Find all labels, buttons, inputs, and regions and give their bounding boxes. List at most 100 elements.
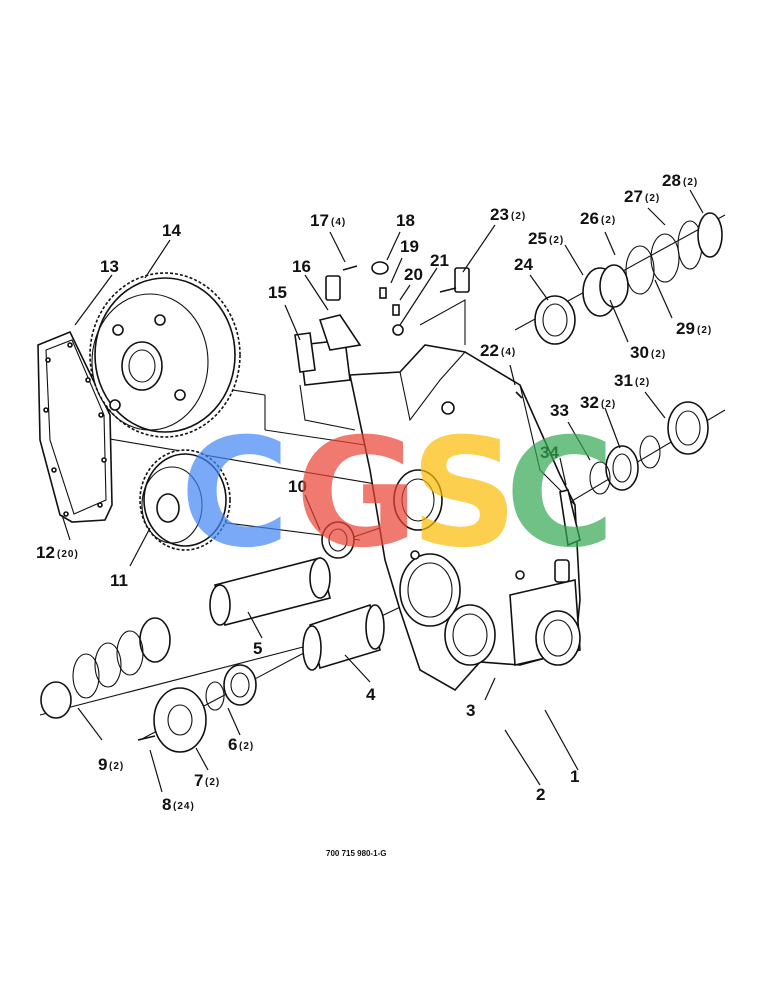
callout-quantity: (2) xyxy=(549,235,564,246)
callout-number: 27 xyxy=(624,187,643,206)
callout-number: 11 xyxy=(110,571,128,590)
callout-quantity: (2) xyxy=(635,377,650,388)
callout-quantity: (2) xyxy=(239,741,254,752)
callout-24: 24 xyxy=(514,255,533,274)
callout-number: 3 xyxy=(466,701,475,720)
small-spur-gear xyxy=(139,449,231,551)
callout-number: 20 xyxy=(404,265,423,284)
upper-bearing-stack xyxy=(534,212,723,345)
callout-21: 21 xyxy=(430,251,449,270)
callout-18: 18 xyxy=(396,211,415,230)
callout-number: 18 xyxy=(396,211,415,230)
callout-number: 23 xyxy=(490,205,509,224)
callout-2: 2 xyxy=(536,785,545,804)
callout-number: 26 xyxy=(580,209,599,228)
callout-number: 32 xyxy=(580,393,599,412)
cover-plate xyxy=(37,330,113,523)
callout-number: 30 xyxy=(630,343,649,362)
watermark-letter: S xyxy=(410,407,518,581)
callout-29: 29(2) xyxy=(676,319,712,338)
callout-quantity: (2) xyxy=(511,211,526,222)
callout-quantity: (24) xyxy=(173,801,195,812)
callout-quantity: (2) xyxy=(601,399,616,410)
callout-quantity: (20) xyxy=(57,549,79,560)
watermark-letter: G xyxy=(295,407,418,581)
callout-3: 3 xyxy=(466,701,475,720)
callout-number: 9 xyxy=(98,755,107,774)
right-bearing-stack xyxy=(559,401,709,547)
watermark-letter: C xyxy=(180,407,290,581)
callout-4: 4 xyxy=(366,685,376,704)
callout-16: 16 xyxy=(292,257,311,276)
callout-17: 17(4) xyxy=(310,211,346,230)
callout-13: 13 xyxy=(100,257,119,276)
callout-number: 25 xyxy=(528,229,547,248)
callout-28: 28(2) xyxy=(662,171,698,190)
callout-quantity: (2) xyxy=(697,325,712,336)
callout-26: 26(2) xyxy=(580,209,616,228)
callout-number: 4 xyxy=(366,685,376,704)
mounting-brackets xyxy=(294,267,470,431)
callout-number: 15 xyxy=(268,283,287,302)
callout-number: 7 xyxy=(194,771,203,790)
callout-number: 16 xyxy=(292,257,311,276)
large-spur-gear xyxy=(89,272,241,438)
callout-23: 23(2) xyxy=(490,205,526,224)
drawing-code: 700 715 980-1-G xyxy=(326,849,387,858)
callout-number: 21 xyxy=(430,251,449,270)
callout-number: 12 xyxy=(36,543,55,562)
callout-22: 22(4) xyxy=(480,341,516,360)
callout-number: 5 xyxy=(253,639,262,658)
callout-labels: 123456(2)7(2)8(24)9(2)101112(20)13141516… xyxy=(36,171,712,814)
callout-5: 5 xyxy=(253,639,262,658)
callout-15: 15 xyxy=(268,283,287,302)
callout-quantity: (2) xyxy=(645,193,660,204)
callout-number: 34 xyxy=(540,443,559,462)
callout-8: 8(24) xyxy=(162,795,195,814)
callout-quantity: (2) xyxy=(205,777,220,788)
watermark-letter: C xyxy=(505,407,615,581)
callout-quantity: (2) xyxy=(651,349,666,360)
callout-6: 6(2) xyxy=(228,735,254,754)
callout-quantity: (2) xyxy=(683,177,698,188)
callout-quantity: (2) xyxy=(601,215,616,226)
callout-number: 1 xyxy=(570,767,579,786)
callout-quantity: (4) xyxy=(501,347,516,358)
callout-number: 13 xyxy=(100,257,119,276)
callout-11: 11 xyxy=(110,571,128,590)
callout-12: 12(20) xyxy=(36,543,79,562)
callout-27: 27(2) xyxy=(624,187,660,206)
callout-number: 33 xyxy=(550,401,569,420)
callout-number: 2 xyxy=(536,785,545,804)
callout-14: 14 xyxy=(162,221,181,240)
callout-32: 32(2) xyxy=(580,393,616,412)
small-hardware xyxy=(342,261,523,399)
callout-number: 6 xyxy=(228,735,237,754)
gearbox-housing xyxy=(349,344,581,692)
callout-number: 14 xyxy=(162,221,181,240)
callout-9: 9(2) xyxy=(98,755,123,774)
callout-20: 20 xyxy=(404,265,423,284)
callout-31: 31(2) xyxy=(614,371,650,390)
callout-19: 19 xyxy=(400,237,419,256)
callout-number: 28 xyxy=(662,171,681,190)
callout-quantity: (4) xyxy=(331,217,346,228)
left-bearing-stack xyxy=(40,617,257,753)
callout-34: 34 xyxy=(540,443,559,462)
shafts xyxy=(209,521,385,671)
callout-number: 22 xyxy=(480,341,499,360)
callout-25: 25(2) xyxy=(528,229,564,248)
callout-number: 10 xyxy=(288,477,307,496)
callout-10: 10 xyxy=(288,477,307,496)
callout-30: 30(2) xyxy=(630,343,666,362)
callout-7: 7(2) xyxy=(194,771,220,790)
callout-1: 1 xyxy=(570,767,579,786)
callout-number: 29 xyxy=(676,319,695,338)
callout-number: 17 xyxy=(310,211,329,230)
callout-number: 24 xyxy=(514,255,533,274)
callout-33: 33 xyxy=(550,401,569,420)
callout-number: 19 xyxy=(400,237,419,256)
callout-number: 8 xyxy=(162,795,171,814)
